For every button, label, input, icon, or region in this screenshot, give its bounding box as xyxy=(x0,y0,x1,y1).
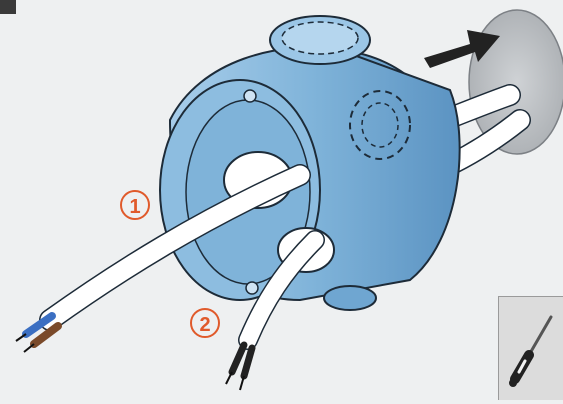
step-1-label: 1 xyxy=(120,190,150,220)
junction-box xyxy=(159,15,461,311)
screwdriver-icon xyxy=(509,315,553,387)
cable-2 xyxy=(225,230,325,391)
corner-marker xyxy=(0,0,16,14)
tool-panel xyxy=(498,296,563,400)
cable-1 xyxy=(15,164,311,353)
step-2-label: 2 xyxy=(190,308,220,338)
wall-opening xyxy=(468,9,563,155)
push-arrow-icon xyxy=(424,30,500,68)
